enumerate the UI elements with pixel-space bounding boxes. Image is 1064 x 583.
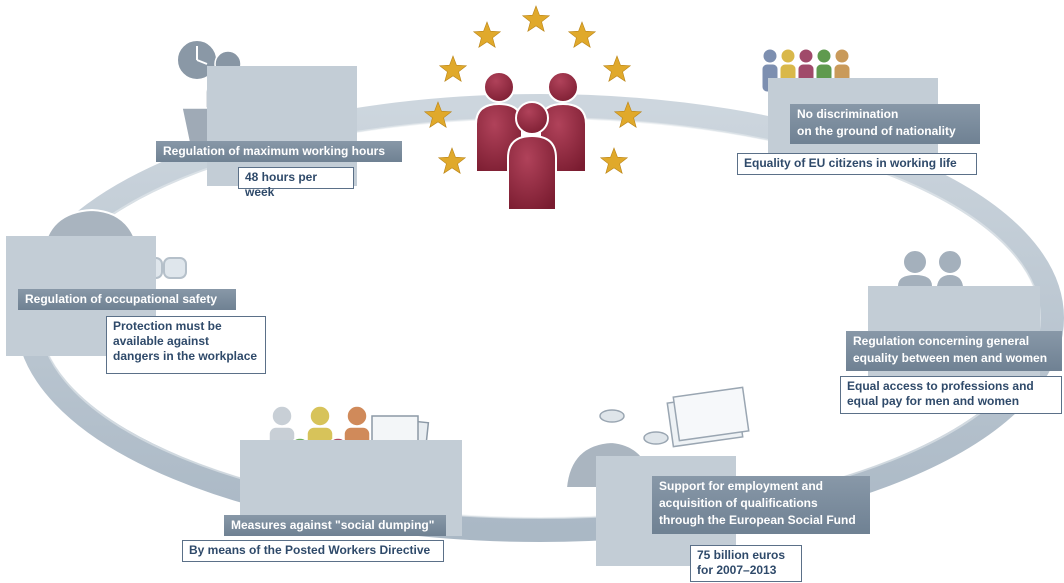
label-gender-equality: Regulation concerning general equality b… [846,331,1062,371]
label-social-fund: Support for employment and acquisition o… [652,476,870,534]
label-social-dumping: Measures against "social dumping" [224,515,446,536]
star [613,101,643,128]
star [521,5,551,32]
label-working-hours: Regulation of maximum working hours [156,141,402,162]
detail-nationality: Equality of EU citizens in working life [737,153,977,175]
money-stack-icon [666,386,750,448]
star [438,55,468,82]
star [472,21,502,48]
eu-stars-icon [423,5,643,174]
panel-working-hours [207,66,357,186]
detail-social-dumping: By means of the Posted Workers Directive [182,540,444,562]
worker-head [271,405,293,427]
worker-head [309,405,331,427]
person-head [780,48,796,64]
star [423,101,453,128]
person-head [834,48,850,64]
star [437,147,467,174]
label-nationality: No discrimination on the ground of natio… [790,104,980,144]
person-head [762,48,778,64]
star [567,21,597,48]
worker-head [346,405,368,427]
star [602,55,632,82]
detail-working-hours: 48 hours per week [238,167,354,199]
label-occupational-safety: Regulation of occupational safety [18,289,236,310]
detail-occupational-safety: Protection must be available against dan… [106,316,266,374]
detail-social-fund: 75 billion euros for 2007–2013 [690,545,802,582]
person-head [798,48,814,64]
person-head [816,48,832,64]
detail-gender-equality: Equal access to professions and equal pa… [840,376,1062,414]
star [599,147,629,174]
eu-citizens-icon [475,71,587,211]
coins-icon [599,409,669,445]
